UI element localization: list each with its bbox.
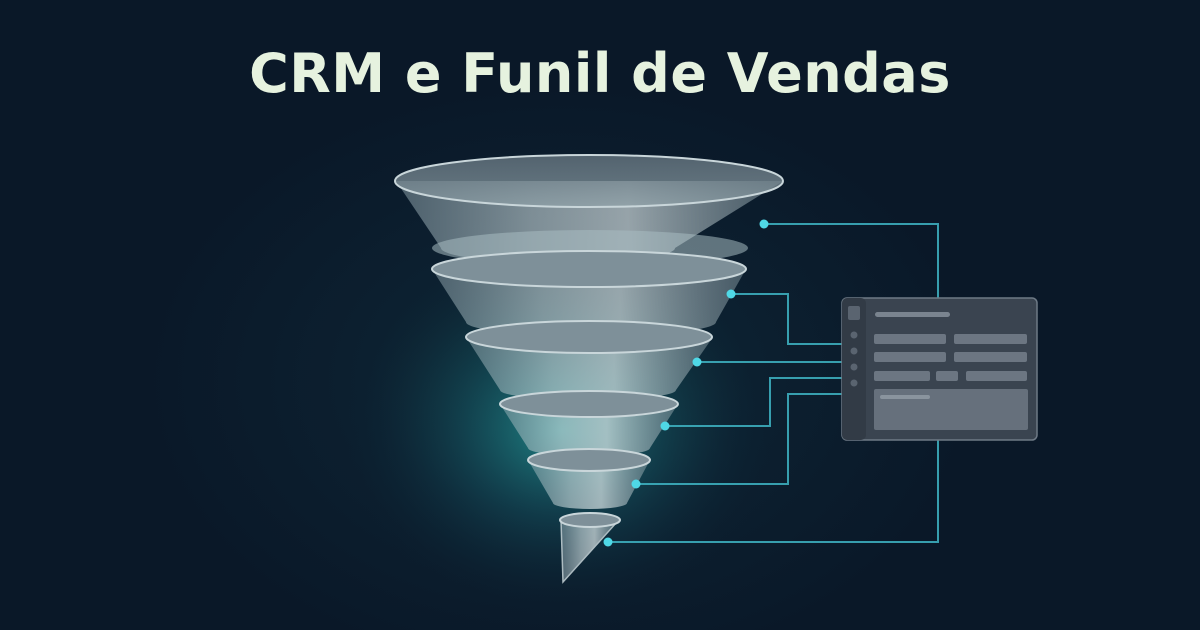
node-stage-5 [631,479,641,489]
crm-field-2b [954,352,1027,362]
connector-stage-4 [665,377,842,427]
crm-field-1a [874,334,946,344]
crm-sidebar-dot-3 [850,363,858,371]
funnel-stage-5 [527,448,651,509]
node-stage-3 [692,357,702,367]
funnel-stage-3 [465,320,713,400]
crm-notes-box [874,389,1028,430]
crm-sidebar-dot-4 [850,379,858,387]
crm-field-1b [954,334,1027,344]
crm-field-2a [874,352,946,362]
node-stage-6 [603,537,613,547]
connector-stage-6 [608,440,939,543]
funnel-stage-1 [394,154,784,266]
funnel-stage-6 [559,512,621,584]
crm-notes-line [880,395,930,399]
funnel-stage-4 [499,390,679,457]
node-stage-2 [726,289,736,299]
connector-nodes [603,219,769,547]
crm-sidebar-dot-1 [850,331,858,339]
funnel-stage-2 [431,250,747,337]
connector-lines [608,223,939,543]
crm-field-3a [874,371,930,381]
crm-field-3b [936,371,958,381]
node-stage-1 [759,219,769,229]
crm-header-bar [875,312,950,317]
funnel-icon [394,154,784,584]
page-title: CRM e Funil de Vendas [249,42,951,105]
connector-stage-2 [731,293,842,345]
crm-sidebar-dot-2 [850,347,858,355]
connector-stage-1 [764,223,939,298]
node-stage-4 [660,421,670,431]
crm-field-3c [966,371,1027,381]
crm-window-icon [841,297,1038,441]
connector-stage-5 [636,393,842,485]
crm-panel-sidebar-tile [848,306,860,320]
